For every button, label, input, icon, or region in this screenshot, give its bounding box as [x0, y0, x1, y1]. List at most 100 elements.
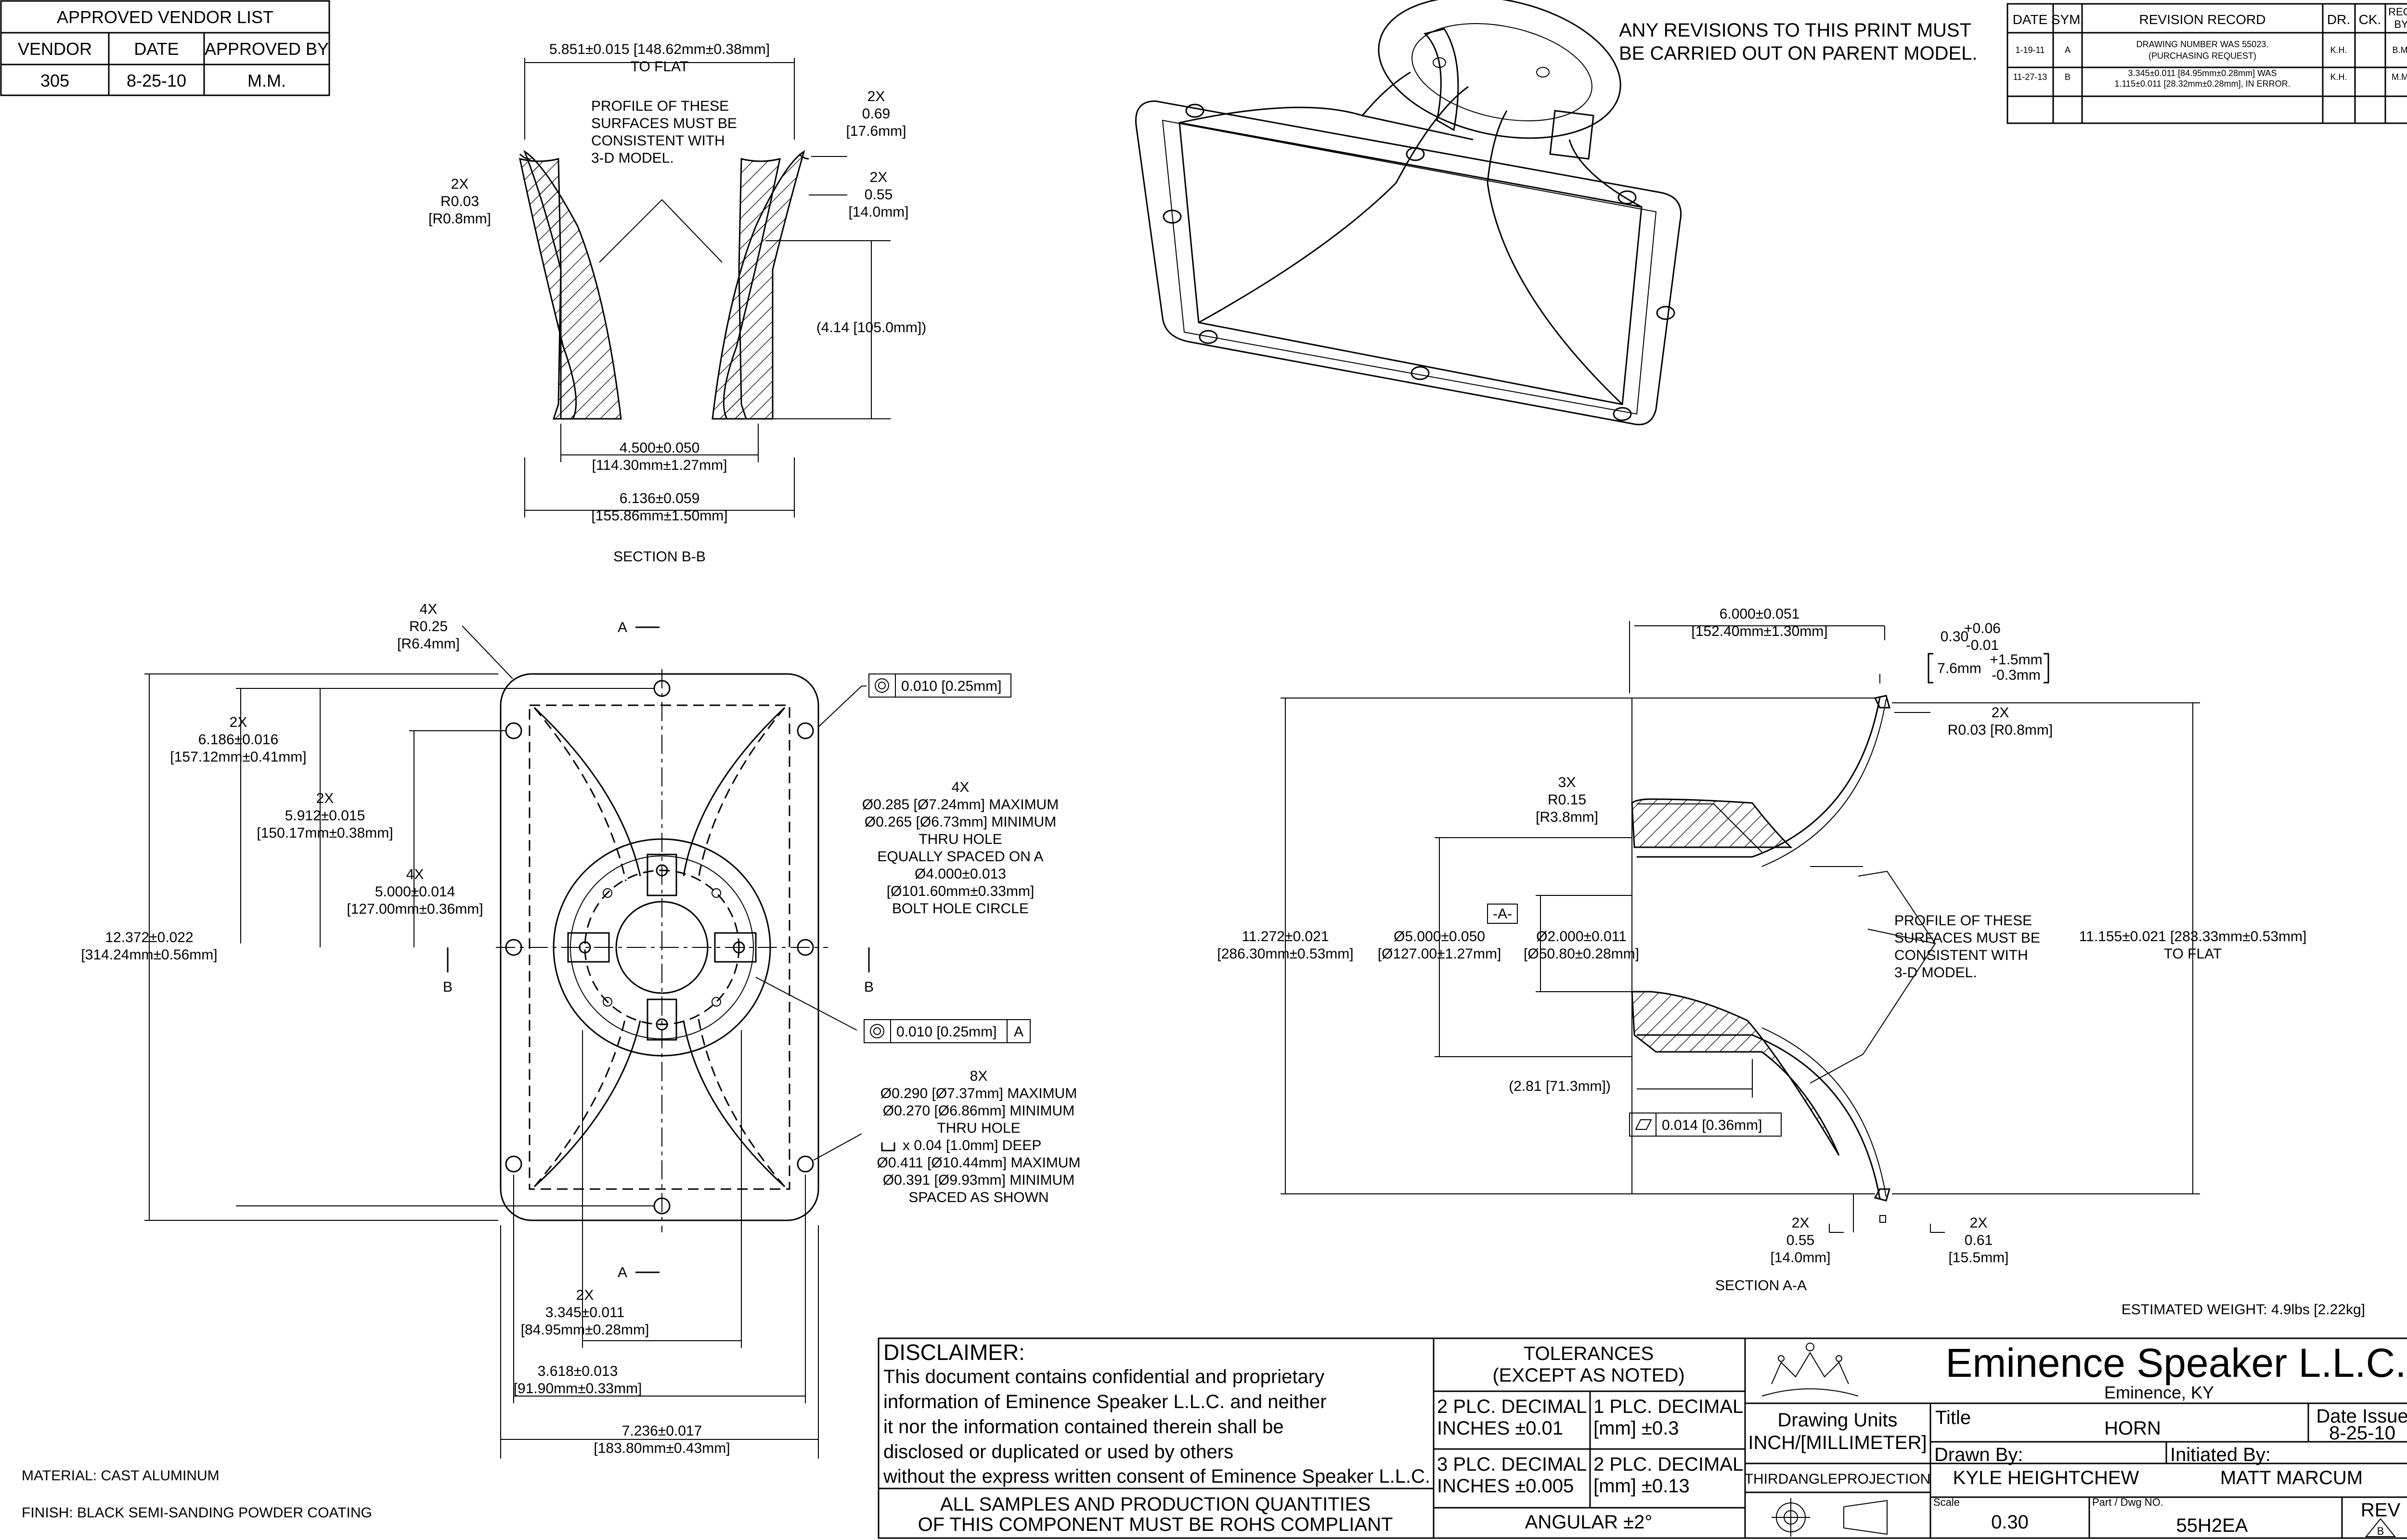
fv-8x-4: THRU HOLE	[937, 1120, 1020, 1136]
bb-055-3: [14.0mm]	[848, 204, 908, 220]
fv-7236-2: [183.80mm±0.43mm]	[594, 1440, 730, 1456]
rev-b-dr: K.H.	[2330, 72, 2347, 82]
fv-3618-1: 3.618±0.013	[538, 1363, 618, 1379]
drawn-by-value: KYLE HEIGHTCHEW	[1953, 1467, 2139, 1488]
bb-069-2: 0.69	[862, 106, 890, 122]
date-issue-label: Date Issue	[2316, 1406, 2407, 1427]
aa-055-3: [14.0mm]	[1770, 1250, 1830, 1266]
revision-table: DATE SYM. REVISION RECORD DR. CK. REQ. B…	[2006, 3, 2407, 124]
fv-8x-7: Ø0.391 [Ø9.93mm] MINIMUM	[883, 1172, 1074, 1188]
aa-tol-main: 0.30	[1941, 629, 1968, 645]
aa-dia5-1: Ø5.000±0.050	[1394, 929, 1485, 945]
fv-5000-1: 4X	[406, 867, 424, 882]
iso-hole	[1656, 306, 1675, 320]
section-a-a: 6.000±0.051 [152.40mm±1.30mm] 0.30 +0.06…	[1217, 606, 2306, 1294]
company-location: Eminence, KY	[2104, 1383, 2214, 1402]
aa-tol-mm: 7.6mm	[1937, 660, 1981, 676]
disclaimer-line-1: This document contains confidential and …	[883, 1366, 1324, 1387]
rev-a-date: 1-19-11	[2016, 45, 2045, 55]
aa-r015-3: [R3.8mm]	[1536, 809, 1598, 825]
aa-top-dim-2: [152.40mm±1.30mm]	[1691, 623, 1827, 639]
bb-height: (4.14 [105.0mm])	[816, 320, 926, 336]
fv-section-b-left: B	[443, 979, 453, 995]
fv-8x-1: 8X	[970, 1068, 988, 1084]
aa-profile-3: CONSISTENT WITH	[1894, 947, 2028, 963]
rev-a-sym: A	[2065, 45, 2071, 55]
fv-3345-2: 3.345±0.011	[545, 1305, 624, 1320]
date-value: 8-25-10	[127, 71, 186, 91]
aa-profile-1: PROFILE OF THESE	[1894, 913, 2032, 929]
fv-4x-5: EQUALLY SPACED ON A	[877, 849, 1043, 865]
material-note: MATERIAL: CAST ALUMINUM	[22, 1468, 220, 1484]
flange-hole	[797, 722, 814, 739]
scale-value: 0.30	[1991, 1512, 2029, 1533]
disclaimer-line-2: information of Eminence Speaker L.L.C. a…	[883, 1391, 1327, 1412]
aa-tol-mm-minus: -0.3mm	[1992, 667, 2041, 683]
aa-height-right-2: TO FLAT	[2164, 946, 2222, 962]
bb-069-1: 2X	[867, 89, 885, 104]
estimated-weight: ESTIMATED WEIGHT: 4.9lbs [2.22kg]	[2122, 1302, 2365, 1318]
fv-section-a-bottom: A	[618, 1265, 627, 1281]
rev-a-dr: K.H.	[2330, 45, 2347, 55]
aa-height-right-1: 11.155±0.021 [283.33mm±0.53mm]	[2079, 929, 2307, 945]
fv-8x-8: SPACED AS SHOWN	[908, 1190, 1048, 1205]
fv-corner-1: 4X	[420, 601, 438, 617]
flange-hole	[505, 1155, 522, 1173]
approved-by-header: APPROVED BY	[205, 39, 329, 59]
rev-b-record-1: 3.345±0.011 [84.95mm±0.28mm] WAS	[2128, 68, 2277, 78]
rev-value: B	[2377, 1525, 2384, 1537]
disclaimer-title: DISCLAIMER:	[883, 1340, 1025, 1365]
flange-hole	[797, 1155, 814, 1173]
aa-dia2-2: [Ø50.80±0.28mm]	[1524, 946, 1639, 962]
fv-fcf-datum: A	[1014, 1024, 1023, 1040]
aa-radius-1: 2X	[1992, 705, 2009, 721]
iso-hole	[1618, 190, 1637, 205]
aa-height-left-2: [286.30mm±0.53mm]	[1217, 946, 1353, 962]
rev-a-record-1: DRAWING NUMBER WAS 55023.	[2136, 39, 2269, 49]
rev-header-dr: DR.	[2327, 12, 2350, 27]
fv-section-b-right: B	[864, 979, 874, 995]
fv-12372-1: 12.372±0.022	[105, 930, 193, 945]
isometric-horn-view	[1135, 0, 1682, 426]
rev-b-by: M.M.	[2392, 72, 2407, 82]
fv-4x-1: 4X	[952, 779, 970, 795]
aa-061-2: 0.61	[1965, 1232, 1993, 1248]
aa-top-dim-1: 6.000±0.051	[1720, 606, 1800, 622]
initiated-by-label: Initiated By:	[2170, 1444, 2271, 1465]
disclaimer-line-5: without the express written consent of E…	[883, 1466, 1430, 1487]
aa-label: SECTION A-A	[1715, 1278, 1807, 1294]
fv-3345-1: 2X	[576, 1287, 594, 1303]
fv-4x-3: Ø0.265 [Ø6.73mm] MINIMUM	[865, 814, 1056, 830]
bb-label: SECTION B-B	[613, 549, 706, 565]
date-header: DATE	[134, 39, 179, 59]
rev-b-sym: B	[2065, 72, 2071, 82]
third-angle-projection-icon	[1772, 1498, 1888, 1537]
fv-5912-2: 5.912±0.015	[285, 808, 365, 824]
rev-header-date: DATE	[2013, 12, 2048, 27]
fv-4x-8: BOLT HOLE CIRCLE	[892, 901, 1029, 917]
aa-tol-plus: +0.06	[1964, 621, 2001, 636]
rev-header-ck: CK.	[2359, 12, 2381, 27]
bolt-hole	[656, 864, 668, 877]
finish-note: FINISH: BLACK SEMI-SANDING POWDER COATIN…	[22, 1505, 372, 1521]
bb-top-dim-2: TO FLAT	[631, 59, 689, 75]
aa-r015-2: R0.15	[1548, 792, 1586, 808]
rev-a-record-2: (PURCHASING REQUEST)	[2148, 51, 2256, 61]
title-value: HORN	[2104, 1418, 2161, 1439]
fv-8x-6: Ø0.411 [Ø10.44mm] MAXIMUM	[877, 1155, 1081, 1171]
bb-profile-4: 3-D MODEL.	[591, 150, 674, 166]
tol-1plc-mm-1: 1 PLC. DECIMAL	[1593, 1396, 1743, 1417]
tol-1plc-mm-2: [mm] ±0.3	[1593, 1418, 1679, 1439]
fv-8x-3: Ø0.270 [Ø6.86mm] MINIMUM	[883, 1103, 1074, 1119]
aa-height-left-1: 11.272±0.021	[1242, 929, 1329, 945]
tol-2plc-in-1: 2 PLC. DECIMAL	[1437, 1396, 1587, 1417]
rev-label: REV	[2361, 1500, 2401, 1521]
bb-profile-1: PROFILE OF THESE	[591, 98, 729, 114]
fv-5912-1: 2X	[316, 790, 334, 806]
flange-hole	[505, 939, 522, 956]
part-value: 55H2EA	[2176, 1515, 2248, 1536]
title-block: DISCLAIMER: This document contains confi…	[878, 1337, 2407, 1539]
fv-5000-2: 5.000±0.014	[375, 884, 455, 900]
rev-a-by: B.M.	[2392, 45, 2407, 55]
